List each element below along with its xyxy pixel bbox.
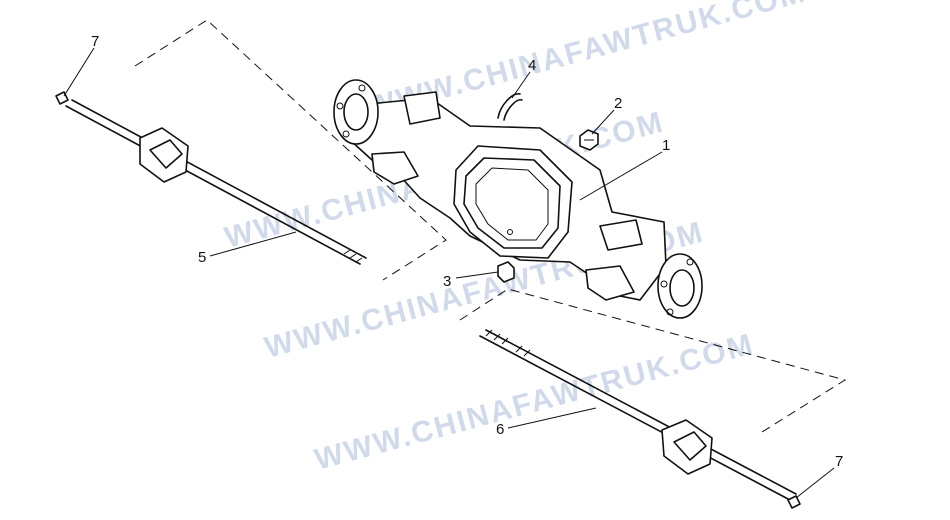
filler-plug xyxy=(579,129,599,151)
callout-part-5: 5 xyxy=(198,249,206,266)
fitting-bottom xyxy=(787,495,801,509)
callout-labels: 7 4 2 1 3 5 6 7 xyxy=(91,33,843,470)
callout-part-3: 3 xyxy=(443,273,451,290)
fitting-top xyxy=(55,91,69,105)
callout-part-7-bottom: 7 xyxy=(835,453,843,470)
half-shaft-lower xyxy=(479,329,797,501)
callout-part-2: 2 xyxy=(614,95,622,112)
breather-hose xyxy=(497,93,523,121)
axle-housing xyxy=(333,79,703,319)
callout-part-4: 4 xyxy=(528,57,536,74)
callout-part-7-top: 7 xyxy=(91,33,99,50)
drain-plug xyxy=(497,261,515,283)
leader-lines xyxy=(63,47,835,499)
callout-part-1: 1 xyxy=(662,137,670,154)
dashed-guide-upper xyxy=(134,19,447,281)
half-shaft-upper xyxy=(65,99,367,265)
callout-part-6: 6 xyxy=(496,421,504,438)
dashed-guide-lower xyxy=(459,288,847,433)
